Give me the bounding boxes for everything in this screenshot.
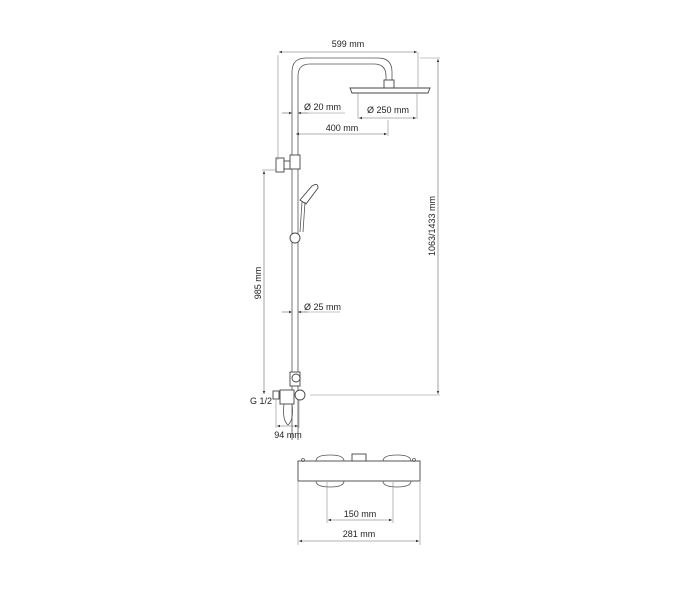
hand-shower xyxy=(289,183,319,244)
dim-pipe-20: Ø 20 mm xyxy=(282,102,345,115)
wall-bracket xyxy=(275,154,301,173)
dim-arm-400: 400 mm xyxy=(296,120,389,136)
dim-wall-offset: 94 mm xyxy=(274,400,302,440)
label-arm-400: 400 mm xyxy=(326,123,359,133)
mixer-valve xyxy=(272,371,306,426)
label-total-height: 1063/1433 mm xyxy=(427,196,437,256)
riser-pipe xyxy=(291,57,393,440)
dim-head-250: Ø 250 mm xyxy=(357,93,418,120)
label-mixer-centers: 150 mm xyxy=(344,509,377,519)
dim-mixer-width: 281 mm xyxy=(297,482,421,545)
label-mixer-width: 281 mm xyxy=(343,529,376,539)
label-wall-offset: 94 mm xyxy=(274,430,302,440)
dim-total-height: 1063/1433 mm xyxy=(310,57,440,396)
dim-overall-width: 599 mm xyxy=(277,39,419,160)
dim-mixer-centers: 150 mm xyxy=(326,482,394,523)
label-head-250: Ø 250 mm xyxy=(367,105,409,115)
label-pipe-25: Ø 25 mm xyxy=(304,302,341,312)
label-overall-width: 599 mm xyxy=(332,39,365,49)
label-slide-height: 985 mm xyxy=(253,267,263,300)
shower-head xyxy=(349,79,431,94)
dim-pipe-25: Ø 25 mm xyxy=(282,302,341,314)
label-inlet-thread: G 1/2 xyxy=(250,396,272,406)
label-pipe-20: Ø 20 mm xyxy=(304,102,341,112)
thermostatic-mixer xyxy=(297,453,421,488)
dim-slide-height: 985 mm xyxy=(253,169,276,394)
